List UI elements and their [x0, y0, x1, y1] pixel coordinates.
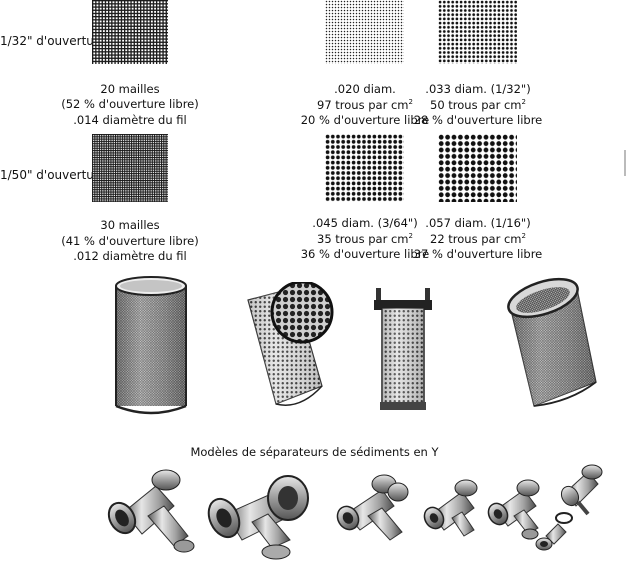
row-label-1-32: 1/32" d'ouverture: [0, 34, 106, 48]
caption-line: .057 diam. (1/16"): [425, 216, 531, 230]
caption-line: .012 diamètre du fil: [73, 249, 187, 263]
y-strainer-models-title: Modèles de séparateurs de sédiments en Y: [190, 445, 439, 459]
row-label-1-50: 1/50" d'ouverture: [0, 168, 106, 182]
caption-line: (52 % d'ouverture libre): [61, 97, 199, 111]
caption-perforated-033: .033 diam. (1/32") 50 trous par cm2 28 %…: [410, 82, 546, 129]
perforated-045-swatch: [325, 134, 404, 202]
y-strainer-flanged-small-illustration: [107, 469, 195, 553]
caption-line: .045 diam. (3/64"): [312, 216, 418, 230]
caption-line: 50 trous par cm2: [430, 97, 526, 112]
y-strainer-threaded-1-illustration: [336, 474, 409, 541]
caption-perforated-020: .020 diam. 97 trous par cm2 20 % d'ouver…: [295, 82, 435, 129]
scan-artifact: [624, 150, 626, 176]
caption-line: 22 trous par cm2: [430, 231, 526, 246]
mesh-basket-tilted-illustration: [507, 277, 597, 407]
caption-line: 30 mailles: [100, 218, 160, 232]
caption-perforated-045: .045 diam. (3/64") 35 trous par cm2 36 %…: [295, 216, 435, 263]
y-strainer-exploded-view-illustration: [535, 464, 603, 551]
caption-line: 20 mailles: [100, 82, 160, 96]
wire-mesh-basket-illustration: [115, 276, 187, 415]
caption-line: 37 % d'ouverture libre: [413, 247, 543, 261]
mesh-20-swatch: [92, 0, 168, 64]
y-strainer-threaded-2-illustration: [423, 479, 478, 537]
y-strainer-threaded-3-illustration: [487, 479, 540, 540]
caption-line: (41 % d'ouverture libre): [61, 233, 199, 248]
perforated-020-swatch: [325, 0, 404, 64]
caption-line: 28 % d'ouverture libre: [413, 113, 543, 127]
caption-line: 97 trous par cm2: [317, 97, 413, 112]
mesh-30-swatch: [92, 134, 168, 202]
caption-perforated-057: .057 diam. (1/16") 22 trous par cm2 37 %…: [410, 216, 546, 263]
perforated-cartridge-illustration: [374, 288, 432, 410]
caption-mesh-20-details: (52 % d'ouverture libre) .014 diamètre d…: [40, 97, 220, 128]
caption-line: .033 diam. (1/32"): [425, 82, 531, 96]
caption-line: .014 diamètre du fil: [73, 112, 187, 127]
caption-mesh-20: 20 mailles: [80, 82, 180, 98]
perforated-057-swatch: [438, 134, 517, 202]
caption-mesh-30: 30 mailles (41 % d'ouverture libre) .012…: [40, 218, 220, 265]
caption-line: 36 % d'ouverture libre: [300, 247, 430, 261]
caption-line: 35 trous par cm2: [317, 231, 413, 246]
perforated-basket-angled-illustration: [247, 282, 334, 406]
y-strainer-flanged-large-illustration: [207, 475, 309, 560]
caption-line: 20 % d'ouverture libre: [300, 113, 430, 127]
perforated-033-swatch: [438, 0, 517, 64]
caption-line: .020 diam.: [334, 82, 396, 96]
